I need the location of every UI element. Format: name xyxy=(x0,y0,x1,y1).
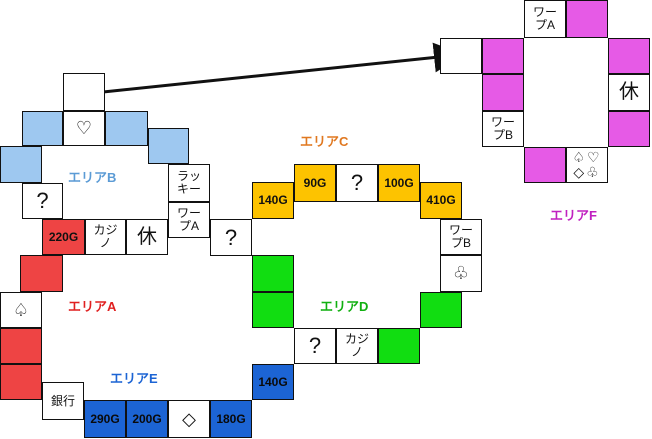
rest-square[interactable]: 休 xyxy=(126,219,168,255)
casino-square[interactable]: カジノ xyxy=(336,328,378,364)
area-f-square[interactable] xyxy=(566,0,608,38)
area-b-square[interactable] xyxy=(105,111,148,146)
price-square-180g[interactable]: 180G xyxy=(210,400,252,438)
price-square-90g[interactable]: 90G xyxy=(294,164,336,202)
question-square[interactable]: ? xyxy=(210,219,252,256)
club-icon: ♧ xyxy=(452,263,470,284)
warp-b-square[interactable]: ワープB xyxy=(482,111,524,147)
area-d-square[interactable] xyxy=(252,255,294,292)
price-square-100g[interactable]: 100G xyxy=(378,164,420,202)
area-a-square[interactable] xyxy=(0,328,42,364)
question-square[interactable]: ? xyxy=(336,164,378,202)
question-square[interactable]: ? xyxy=(294,328,336,364)
area-b-square[interactable] xyxy=(22,111,63,146)
all-suits-square[interactable]: ♤♡◇♧ xyxy=(566,147,608,183)
suits-icon: ♤♡◇♧ xyxy=(572,149,602,180)
club-square[interactable]: ♧ xyxy=(440,255,482,292)
area-d-square[interactable] xyxy=(252,292,294,328)
warp-b-square[interactable]: ワープB xyxy=(440,219,482,255)
area-b-square[interactable] xyxy=(0,146,42,183)
heart-icon: ♡ xyxy=(75,118,93,139)
area-f-square[interactable] xyxy=(482,74,524,111)
area-b-square[interactable] xyxy=(148,128,189,164)
area-a-square[interactable] xyxy=(20,255,63,292)
bank-square[interactable]: 銀行 xyxy=(42,382,84,420)
area-f-label: エリアF xyxy=(550,208,597,223)
area-d-square[interactable] xyxy=(420,292,462,328)
lucky-square[interactable]: ラッキー xyxy=(168,164,210,202)
warp-a-square[interactable]: ワープA xyxy=(524,0,566,38)
area-b-label: エリアB xyxy=(68,170,117,185)
area-f-square[interactable] xyxy=(524,147,566,183)
area-d-square[interactable] xyxy=(378,328,420,364)
area-f-square[interactable] xyxy=(608,38,650,74)
question-square[interactable]: ? xyxy=(22,183,63,219)
board-square-top[interactable] xyxy=(63,73,105,111)
rest-square[interactable]: 休 xyxy=(608,74,650,111)
price-square-140g[interactable]: 140G xyxy=(252,182,294,219)
area-a-square[interactable] xyxy=(0,364,42,400)
question-mark-icon: ? xyxy=(224,224,238,250)
area-f-square[interactable] xyxy=(482,38,524,74)
price-square-140g[interactable]: 140G xyxy=(252,364,294,400)
area-a-label: エリアA xyxy=(68,299,117,314)
price-square-410g[interactable]: 410G xyxy=(420,182,462,219)
casino-square[interactable]: カジノ xyxy=(85,219,126,255)
spade-square[interactable]: ♤ xyxy=(0,292,42,328)
question-mark-icon: ? xyxy=(308,333,322,359)
warp-a-square[interactable]: ワープA xyxy=(168,202,210,238)
spade-icon: ♤ xyxy=(12,299,30,320)
diamond-square[interactable]: ◇ xyxy=(168,400,210,438)
price-square-220g[interactable]: 220G xyxy=(42,219,85,255)
area-c-label: エリアC xyxy=(300,134,349,149)
question-mark-icon: ? xyxy=(36,188,49,214)
price-square-200g[interactable]: 200G xyxy=(126,400,168,438)
area-d-label: エリアD xyxy=(320,299,369,314)
warp-arrow-target-square[interactable] xyxy=(440,38,482,74)
price-square-290g[interactable]: 290G xyxy=(84,400,126,438)
area-f-square[interactable] xyxy=(608,111,650,147)
question-mark-icon: ? xyxy=(350,170,364,196)
area-e-label: エリアE xyxy=(110,371,158,386)
heart-square[interactable]: ♡ xyxy=(63,111,105,146)
diamond-icon: ◇ xyxy=(182,408,196,429)
